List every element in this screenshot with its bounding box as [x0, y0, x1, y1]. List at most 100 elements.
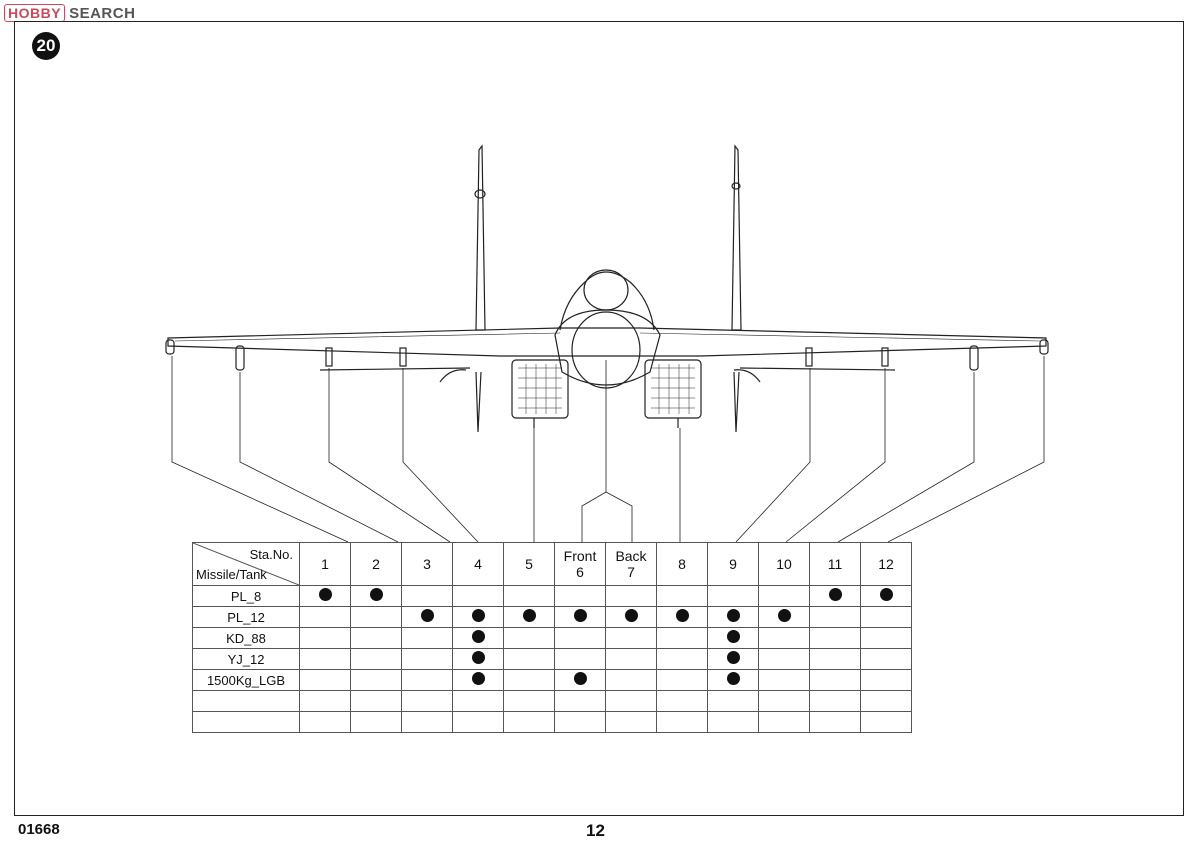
table-cell — [809, 585, 861, 607]
loadout-label — [192, 690, 300, 712]
table-cell — [809, 690, 861, 712]
table-row — [192, 690, 912, 712]
table-cell — [605, 669, 657, 691]
table-cell — [401, 669, 453, 691]
table-cell — [758, 648, 810, 670]
table-corner: Sta.No. Missile/Tank — [192, 542, 300, 586]
table-cell — [860, 606, 912, 628]
table-cell — [452, 648, 504, 670]
compatibility-dot — [624, 609, 638, 622]
station-col-3: 3 — [401, 542, 453, 586]
table-cell — [503, 606, 555, 628]
compatibility-dot — [318, 588, 332, 601]
table-cell — [605, 627, 657, 649]
table-cell — [656, 690, 708, 712]
table-cell — [503, 711, 555, 733]
station-col-5: 5 — [503, 542, 555, 586]
table-cell — [299, 606, 351, 628]
station-leader-lines — [171, 356, 1045, 543]
table-cell — [401, 585, 453, 607]
table-cell — [860, 627, 912, 649]
table-cell — [554, 606, 606, 628]
right-fin — [731, 144, 742, 331]
loadout-label: 1500Kg_LGB — [192, 669, 300, 691]
fuselage — [554, 309, 661, 386]
compatibility-dot — [522, 609, 536, 622]
table-cell — [452, 606, 504, 628]
watermark-word: SEARCH — [69, 4, 136, 22]
table-cell — [656, 606, 708, 628]
page-frame — [14, 21, 1184, 816]
table-row: YJ_12 — [192, 648, 912, 670]
table-cell — [758, 627, 810, 649]
compatibility-dot — [726, 672, 740, 685]
table-cell — [809, 648, 861, 670]
compatibility-dot — [369, 588, 383, 601]
landing-gear — [439, 369, 761, 383]
loadout-label: PL_8 — [192, 585, 300, 607]
loadout-label: KD_88 — [192, 627, 300, 649]
left-fin — [475, 144, 486, 331]
table-cell — [656, 627, 708, 649]
table-cell — [401, 606, 453, 628]
compatibility-dot — [828, 588, 842, 601]
table-cell — [350, 690, 402, 712]
table-cell — [860, 669, 912, 691]
station-col-11: 11 — [809, 542, 861, 586]
table-cell — [707, 627, 759, 649]
right-intake — [644, 359, 702, 419]
table-cell — [452, 669, 504, 691]
page-number: 12 — [586, 821, 605, 840]
table-cell — [809, 711, 861, 733]
loadout-label: YJ_12 — [192, 648, 300, 670]
table-cell — [758, 669, 810, 691]
canopy-frame — [583, 269, 629, 311]
table-cell — [503, 627, 555, 649]
table-row: KD_88 — [192, 627, 912, 649]
table-cell — [860, 711, 912, 733]
table-cell — [350, 585, 402, 607]
table-cell — [401, 711, 453, 733]
table-cell — [707, 690, 759, 712]
loadout-label — [192, 711, 300, 733]
table-cell — [809, 606, 861, 628]
table-cell — [350, 648, 402, 670]
compatibility-dot — [471, 630, 485, 643]
loadout-header-label: Missile/Tank — [196, 567, 267, 582]
table-cell — [809, 627, 861, 649]
compatibility-dot — [573, 672, 587, 685]
station-col-10: 10 — [758, 542, 810, 586]
table-row: 1500Kg_LGB — [192, 669, 912, 691]
table-cell — [350, 711, 402, 733]
table-cell — [401, 627, 453, 649]
left-fin-light — [474, 189, 486, 199]
product-code: 01668 — [18, 821, 60, 838]
station-header-label: Sta.No. — [249, 547, 293, 562]
compatibility-dot — [471, 651, 485, 664]
table-cell — [656, 669, 708, 691]
table-cell — [554, 627, 606, 649]
compatibility-dot — [777, 609, 791, 622]
left-ventral-fin — [475, 371, 482, 433]
table-cell — [860, 690, 912, 712]
table-cell — [605, 648, 657, 670]
table-cell — [350, 627, 402, 649]
compatibility-dot — [879, 588, 893, 601]
right-ventral-fin — [733, 371, 740, 433]
table-cell — [299, 585, 351, 607]
wing-pylons — [165, 339, 1049, 371]
stabilators — [319, 367, 896, 371]
table-cell — [452, 690, 504, 712]
table-cell — [860, 585, 912, 607]
table-cell — [503, 669, 555, 691]
left-intake — [511, 359, 569, 419]
table-cell — [605, 585, 657, 607]
table-row: PL_8 — [192, 585, 912, 607]
table-cell — [605, 606, 657, 628]
compatibility-dot — [726, 630, 740, 643]
compatibility-dot — [573, 609, 587, 622]
